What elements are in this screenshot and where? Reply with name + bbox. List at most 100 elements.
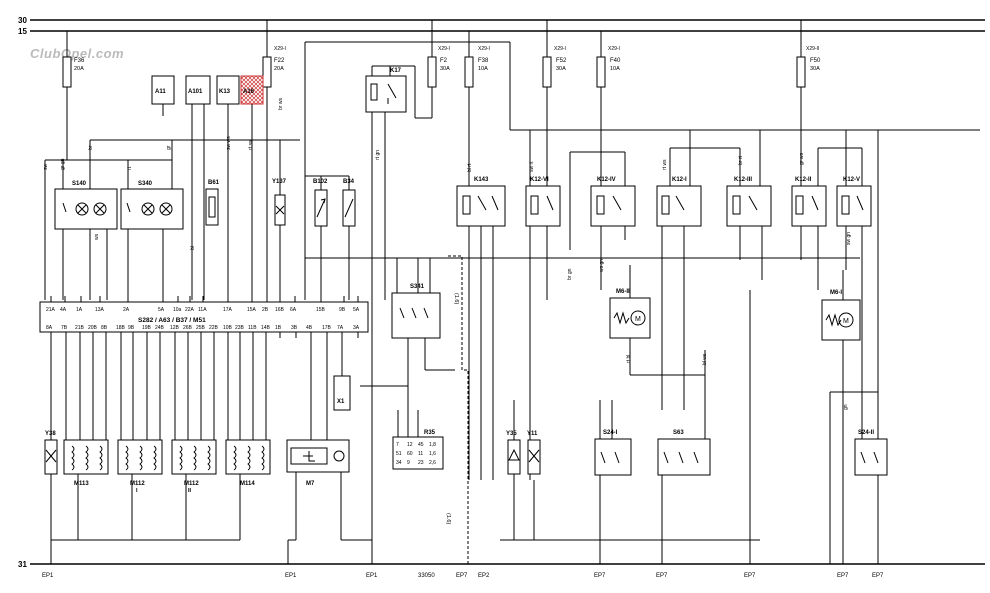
motor-m6-i: M6-I M — [821, 270, 861, 564]
rail-15-label: 15 — [18, 27, 27, 36]
y11-label: Y11 — [527, 431, 538, 437]
ground-point-label: EP1 — [42, 573, 54, 579]
ecu-pin-bottom: 18B — [116, 325, 126, 331]
ecu-pin-top: 21A — [46, 307, 56, 313]
m112ii-label: M112 — [184, 481, 199, 487]
relay-k12-iii: K12-III — [726, 177, 772, 280]
r35-cell: 7 — [396, 442, 399, 448]
wire-color-label: bl ws — [702, 353, 708, 365]
r35-cell: 60 — [407, 451, 413, 457]
ecu-pin-top: 4A — [60, 307, 67, 313]
ecu-pin-top: 5A — [353, 307, 360, 313]
relay-k143: K143 — [456, 177, 506, 480]
connector-x1: X1 — [333, 332, 351, 411]
r35-cell: 23 — [418, 460, 424, 466]
ecu-pin-top: 16B — [275, 307, 285, 313]
s341-label: S341 — [410, 284, 425, 290]
wire-color-label: sw rt — [529, 161, 535, 172]
ground-point-label: EP7 — [456, 573, 468, 579]
relay-k12-v: K12-V — [836, 177, 872, 270]
note-mark2: (1.6) — [445, 513, 451, 524]
connector-a101 — [185, 75, 211, 105]
connector-a16-label: A16 — [243, 89, 255, 95]
rail-31-label: 31 — [18, 560, 27, 569]
relay-k12-i: K12-I — [656, 177, 702, 410]
relay-k12-iv: K12-IV — [590, 177, 636, 290]
s24ii-label: S24-II — [858, 430, 874, 436]
ecu-pin-bottom: 22B — [209, 325, 219, 331]
note-mark1: (1.6) — [453, 293, 459, 304]
x1-label: X1 — [337, 399, 345, 405]
connector-k13-label: K13 — [219, 89, 231, 95]
fuse-f38 — [464, 56, 474, 88]
fuse-f2 — [427, 56, 437, 88]
ground-point-label: EP1 — [285, 573, 297, 579]
r35-cell: 12 — [407, 442, 413, 448]
ecu-pin-bottom: 17B — [322, 325, 332, 331]
connector-blocks: A11 A101 K13 A16 — [151, 75, 264, 300]
sensor-b34: B34 — [305, 175, 356, 300]
ecu-pin-bottom: 24B — [155, 325, 165, 331]
sensor-b102: B102 — [313, 179, 328, 300]
wire-color-label: rt sw — [248, 139, 254, 150]
wire-color-label: gr gn — [60, 158, 66, 170]
m113-label: M113 — [74, 481, 89, 487]
connector-a101-label: A101 — [188, 89, 203, 95]
relay-k12-vi: K12-VI — [525, 177, 561, 480]
fuse-f40-rating: 10A — [610, 66, 620, 72]
ecu-pin-top: 13A — [95, 307, 105, 313]
r35-cell: 1,8 — [429, 442, 436, 448]
fuse-f40-supply: X29-I — [608, 46, 620, 52]
ecu-pin-top: 2A — [123, 307, 130, 313]
y35-label: Y35 — [506, 431, 517, 437]
rail-30-label: 30 — [18, 16, 27, 25]
ecu-s282 — [39, 301, 369, 333]
switch-s340: S340 — [44, 139, 300, 300]
k12iv-label: K12-IV — [597, 177, 616, 183]
r35-cell: 1,6 — [429, 451, 436, 457]
fuse-f22-name: F22 — [274, 58, 285, 64]
sensor-b61: B61 — [205, 180, 220, 226]
k12v-label: K12-V — [843, 177, 860, 183]
k12i-label: K12-I — [672, 177, 687, 183]
fuse-f36-rating: 20A — [74, 66, 84, 72]
svg-text:M: M — [843, 318, 849, 325]
ecu-pin-bottom: 7B — [61, 325, 68, 331]
fuse-f52-supply: X29-I — [554, 46, 566, 52]
fuse-f50-rating: 30A — [810, 66, 820, 72]
k17-label: K17 — [390, 68, 402, 74]
wire-color-label: gr ws — [799, 153, 805, 165]
ecu-pin-top: 5A — [158, 307, 165, 313]
wire-color-label: br — [88, 145, 94, 150]
motor-m6-ii: M6-II M — [609, 265, 705, 376]
ecu-pin-bottom: 23B — [235, 325, 245, 331]
wire-color-label: br rt — [738, 156, 744, 166]
switch-s341: S341 — [360, 258, 455, 410]
switch-s63: S63 — [657, 350, 711, 564]
injector-m112-ii: M112 II — [171, 439, 217, 494]
ecu-pin-bottom: 4B — [306, 325, 313, 331]
ecu-pin-bottom: 21B — [75, 325, 85, 331]
wire-color-label: rt bl — [626, 355, 632, 363]
ground-point-label: EP7 — [594, 573, 606, 579]
ecu-pin-top: 15A — [247, 307, 257, 313]
r35-label: R35 — [424, 430, 436, 436]
ground-point-label: EP2 — [478, 573, 490, 579]
r35-cell: 11 — [418, 451, 423, 457]
ecu-pin-bottom: 11B — [248, 325, 257, 331]
fuse-f38-rating: 10A — [478, 66, 488, 72]
wire-color-label: rt ws — [662, 159, 668, 170]
ecu-pin-bottom: 25B — [196, 325, 206, 331]
motor-m7: M7 — [286, 439, 372, 564]
r35-cell: 2,6 — [429, 460, 436, 466]
ecu-pin-top: 6A — [290, 307, 297, 313]
wire-color-label: gn — [843, 404, 849, 410]
ecu-pin-bottom: 9B — [128, 325, 135, 331]
wire-color-label: ws gn — [599, 259, 605, 272]
fuse-f38-name: F38 — [478, 58, 489, 64]
